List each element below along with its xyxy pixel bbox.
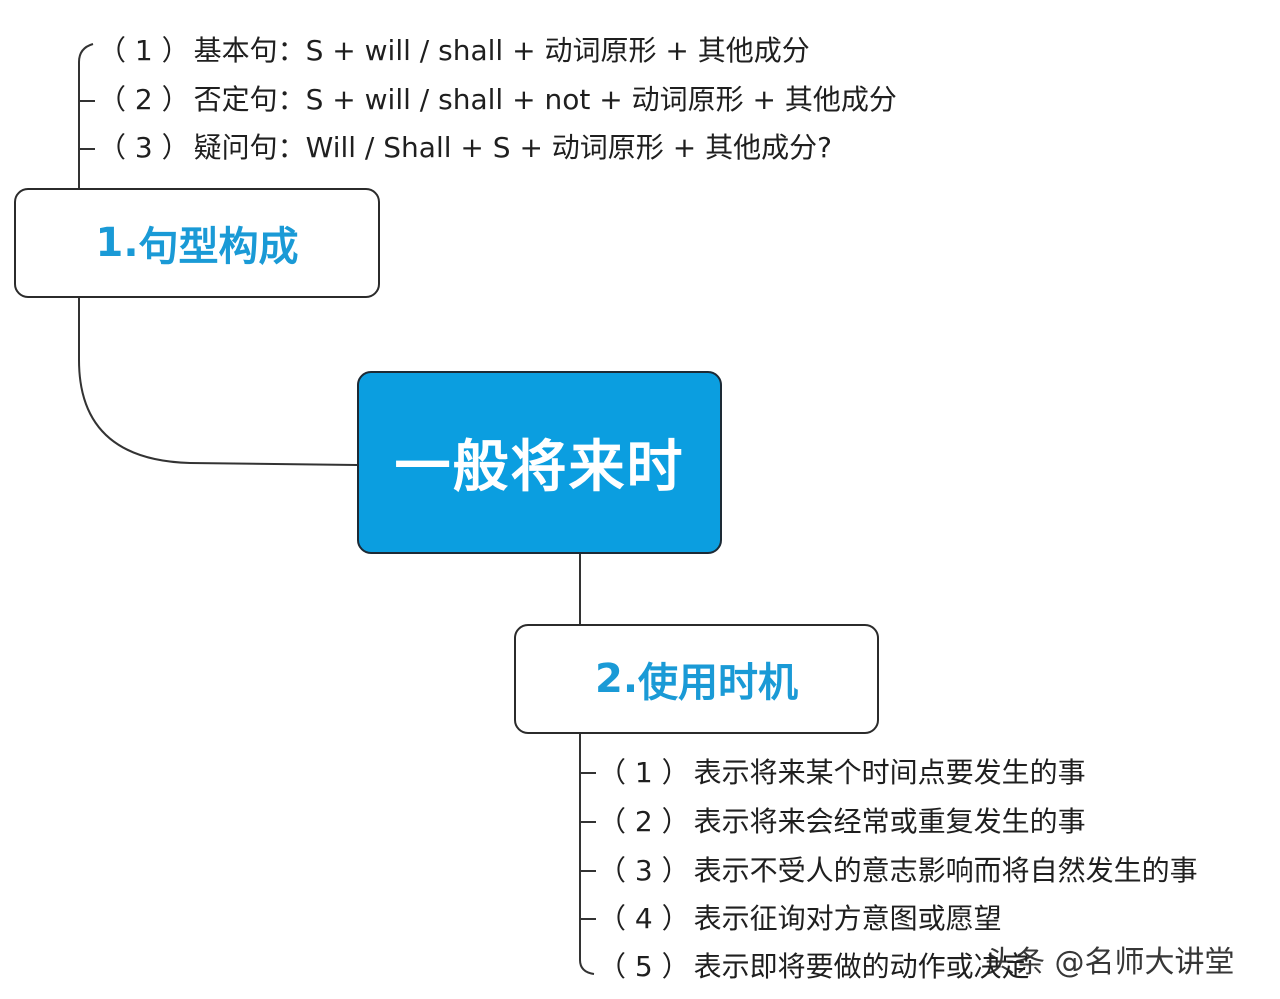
leaf-text: 否定句：S + will / shall + not + 动词原形 + 其他成分 <box>193 83 897 116</box>
branch-number: 2. <box>594 656 639 702</box>
branch-node-sentence-structure: 1.句型构成 <box>14 188 380 298</box>
leaf-index: （ 5 ） <box>598 950 690 983</box>
leaf-index: （ 2 ） <box>98 83 190 116</box>
watermark-text: 头条 @名师大讲堂 <box>985 945 1235 980</box>
central-to-branch1-line <box>78 298 358 466</box>
branch2-leaf-1: （ 1 ）表示将来某个时间点要发生的事 <box>598 759 1086 787</box>
branch2-leaf-2: （ 2 ）表示将来会经常或重复发生的事 <box>598 808 1086 836</box>
branch1-bracket-line <box>78 43 94 188</box>
leaf-index: （ 3 ） <box>98 131 190 164</box>
leaf-text: 疑问句：Will / Shall + S + 动词原形 + 其他成分? <box>193 131 832 164</box>
branch1-leaf-1: （ 1 ）基本句：S + will / shall + 动词原形 + 其他成分 <box>98 37 810 65</box>
central-topic-node: 一般将来时 <box>357 371 722 554</box>
branch2-leaf-5: （ 5 ）表示即将要做的动作或决定 <box>598 953 1030 981</box>
branch-number: 1. <box>95 220 139 266</box>
leaf-index: （ 1 ） <box>598 756 690 789</box>
branch2-leaf-3: （ 3 ）表示不受人的意志影响而将自然发生的事 <box>598 857 1198 885</box>
leaf-text: 表示征询对方意图或愿望 <box>693 902 1002 935</box>
branch-title: 句型构成 <box>138 224 299 270</box>
leaf-index: （ 3 ） <box>598 854 690 887</box>
branch2-bracket-line <box>579 734 595 975</box>
leaf-text: 表示即将要做的动作或决定 <box>693 950 1030 983</box>
branch1-leaf-2: （ 2 ）否定句：S + will / shall + not + 动词原形 +… <box>98 86 897 114</box>
leaf-text: 基本句：S + will / shall + 动词原形 + 其他成分 <box>193 34 810 67</box>
leaf-index: （ 2 ） <box>598 805 690 838</box>
branch2-leaf-4: （ 4 ）表示征询对方意图或愿望 <box>598 905 1002 933</box>
branch1-leaf-3: （ 3 ）疑问句：Will / Shall + S + 动词原形 + 其他成分? <box>98 134 832 162</box>
branch-node-usage: 2.使用时机 <box>514 624 879 734</box>
leaf-text: 表示将来会经常或重复发生的事 <box>693 805 1086 838</box>
central-topic-label: 一般将来时 <box>394 435 685 500</box>
leaf-index: （ 4 ） <box>598 902 690 935</box>
leaf-text: 表示不受人的意志影响而将自然发生的事 <box>693 854 1198 887</box>
leaf-text: 表示将来某个时间点要发生的事 <box>693 756 1086 789</box>
leaf-index: （ 1 ） <box>98 34 190 67</box>
branch-title: 使用时机 <box>638 660 799 706</box>
